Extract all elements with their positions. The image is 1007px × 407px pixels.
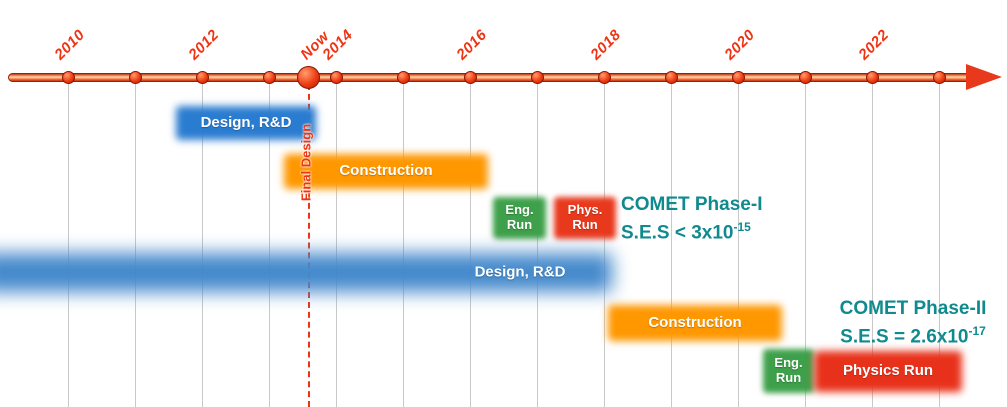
- phase-title: COMET Phase-I: [621, 194, 763, 215]
- bar-fill: [493, 197, 546, 239]
- bar-phase1-design-rnd: Design, R&D: [176, 106, 316, 140]
- year-gridline: [939, 80, 940, 407]
- year-label: 2018: [587, 26, 625, 64]
- phase-title: COMET Phase-II: [839, 298, 987, 319]
- bar-label: Physics Run: [842, 362, 934, 380]
- bar-fill: [763, 349, 814, 393]
- bar-fill: [284, 154, 488, 189]
- bar-label: Design, R&D: [200, 113, 292, 131]
- bar-phase1-eng-run: Eng. Run: [493, 197, 546, 239]
- bar-fill: [608, 305, 782, 341]
- year-gridline: [202, 80, 203, 407]
- bar-label: Construction: [648, 313, 742, 331]
- ses-base: S.E.S = 2.6x10: [840, 326, 969, 348]
- bar-fill: [814, 351, 962, 392]
- ses-line: S.E.S < 3x10-15: [621, 216, 762, 244]
- timeline-tick-dot: [129, 71, 142, 84]
- bar-phase2-eng-run: Eng. Run: [763, 349, 814, 393]
- ses-exponent: -15: [733, 220, 751, 234]
- bar-label: Eng. Run: [774, 355, 803, 385]
- year-label: 2010: [51, 26, 89, 64]
- timeline-tick-dot: [531, 71, 544, 84]
- timeline-tick-dot: [397, 71, 410, 84]
- now-dot: [297, 66, 320, 89]
- timeline-tick-dot: [464, 71, 477, 84]
- now-dashed-line: [308, 84, 310, 407]
- bar-label: Eng. Run: [505, 202, 534, 232]
- year-label: 2020: [721, 26, 759, 64]
- year-gridline: [604, 80, 605, 407]
- bar-fill: [0, 253, 612, 292]
- year-gridline: [805, 80, 806, 407]
- year-label: 2022: [855, 26, 893, 64]
- timeline-tick-dot: [196, 71, 209, 84]
- ses-exponent: -17: [968, 324, 986, 338]
- bar-phase2-construction: Construction: [608, 305, 782, 341]
- timeline-tick-dot: [799, 71, 812, 84]
- timeline-axis: [8, 73, 972, 82]
- final-design-label: Final Design: [298, 123, 314, 202]
- year-label: 2016: [453, 26, 491, 64]
- year-gridline: [537, 80, 538, 407]
- timeline-tick-dot: [263, 71, 276, 84]
- bar-phase2-physics-run: Physics Run: [814, 351, 962, 392]
- bar-label: Construction: [339, 162, 433, 180]
- bar-phase1-phys-run: Phys. Run: [554, 197, 616, 239]
- bar-phase1-construction: Construction: [284, 154, 488, 189]
- bar-label: Design, R&D: [474, 263, 566, 281]
- ses-line: S.E.S = 2.6x10-17: [840, 320, 987, 348]
- year-gridline: [738, 80, 739, 407]
- timeline-tick-dot: [933, 71, 946, 84]
- year-label: 2012: [185, 26, 223, 64]
- timeline-tick-dot: [665, 71, 678, 84]
- timeline-arrowhead-icon: [966, 64, 1002, 90]
- timeline-tick-dot: [330, 71, 343, 84]
- bar-fill: [554, 197, 616, 239]
- year-gridline: [872, 80, 873, 407]
- bar-fill: [176, 106, 316, 140]
- year-gridline: [671, 80, 672, 407]
- year-gridline: [336, 80, 337, 407]
- ses-base: S.E.S < 3x10: [621, 222, 734, 244]
- year-gridline: [68, 80, 69, 407]
- bar-label: Phys. Run: [567, 202, 603, 232]
- year-gridline: [269, 80, 270, 407]
- year-gridline: [403, 80, 404, 407]
- timeline-tick-dot: [732, 71, 745, 84]
- year-gridline: [135, 80, 136, 407]
- timeline-tick-dot: [598, 71, 611, 84]
- timeline-tick-dot: [62, 71, 75, 84]
- bar-phase2-design-rnd: Design, R&D: [0, 253, 612, 292]
- timeline-tick-dot: [866, 71, 879, 84]
- year-gridline: [470, 80, 471, 407]
